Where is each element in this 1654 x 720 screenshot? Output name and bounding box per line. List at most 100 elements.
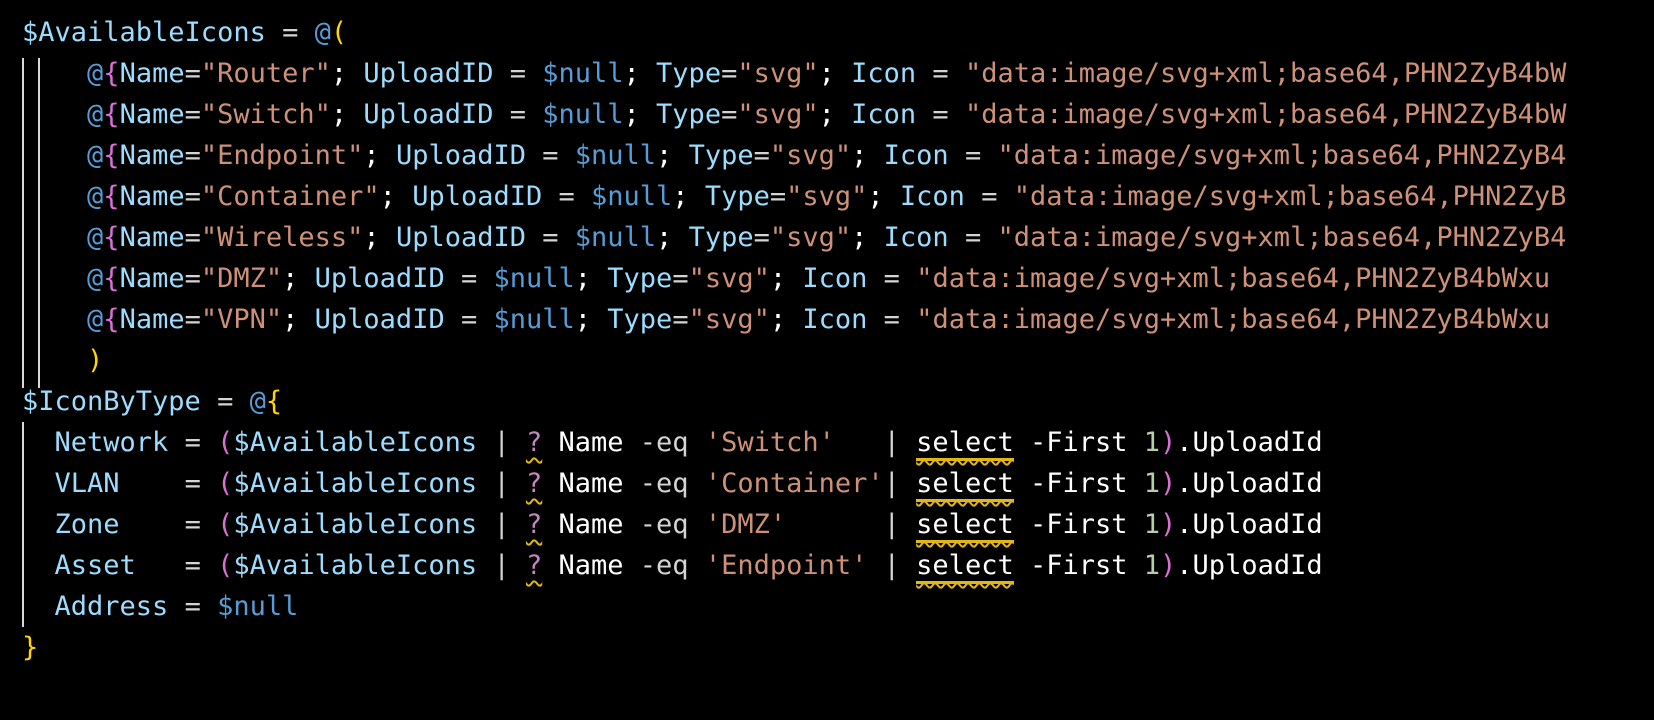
key-token: Type xyxy=(688,140,754,171)
operator-token: = xyxy=(948,222,998,253)
string-token: "svg" xyxy=(786,181,868,212)
at-token: @ xyxy=(87,263,104,294)
code-line[interactable]: Asset = ($AvailableIcons | ? Name -eq 'E… xyxy=(22,545,1566,586)
string-token: 'Endpoint' xyxy=(704,550,868,581)
text-token: ; xyxy=(574,304,608,335)
operator-token: = xyxy=(184,181,201,212)
text-token: ; xyxy=(574,263,608,294)
operator-token: -eq xyxy=(639,427,689,458)
operator-token xyxy=(22,345,87,376)
key-token: Icon xyxy=(883,140,949,171)
code-line[interactable]: @{Name="Wireless"; UploadID = $null; Typ… xyxy=(22,217,1566,258)
at-token: @ xyxy=(87,99,104,130)
string-token: "data:image/svg+xml;base64,PHN2ZyB4bWxu xyxy=(916,263,1551,294)
operator-token: = xyxy=(916,99,965,130)
operator-token: = xyxy=(265,17,315,48)
string-token: "Wireless" xyxy=(200,222,364,253)
bracket-token: ) xyxy=(1160,509,1177,540)
operator-token: = xyxy=(168,427,218,458)
code-line[interactable]: $AvailableIcons = @( xyxy=(22,12,1566,53)
operator-token: = xyxy=(721,58,738,89)
variable-token: $IconByType xyxy=(22,386,201,417)
operator-token: -eq xyxy=(639,468,689,499)
string-token: "svg" xyxy=(737,99,819,130)
string-token: 'Container' xyxy=(704,468,884,499)
key-token: Type xyxy=(607,263,673,294)
string-token: "data:image/svg+xml;base64,PHN2ZyB4bW xyxy=(964,58,1567,89)
operator-token: | xyxy=(477,427,526,458)
operator-token: = xyxy=(525,222,575,253)
where-alias-warning: ? xyxy=(525,427,543,458)
key-token: Type xyxy=(607,304,673,335)
operator-token: = xyxy=(184,58,201,89)
key-token: Icon xyxy=(851,99,917,130)
null-token: $null xyxy=(574,140,657,171)
key-token: UploadID xyxy=(395,222,526,253)
operator-token xyxy=(22,550,55,581)
bracket-token: ( xyxy=(217,468,234,499)
operator-token: = xyxy=(721,99,738,130)
operator-token: = xyxy=(168,591,218,622)
code-line[interactable]: } xyxy=(22,627,1566,668)
string-token: "data:image/svg+xml;base64,PHN2ZyB4bWxu xyxy=(916,304,1551,335)
text-token: ; xyxy=(867,181,900,212)
key-token: Name xyxy=(119,99,185,130)
operator-token xyxy=(689,550,705,581)
operator-token: = xyxy=(753,140,770,171)
code-line[interactable]: @{Name="DMZ"; UploadID = $null; Type="sv… xyxy=(22,258,1566,299)
code-line[interactable]: Network = ($AvailableIcons | ? Name -eq … xyxy=(22,422,1566,463)
bracket-token: { xyxy=(265,386,283,417)
key-token: Type xyxy=(656,58,722,89)
select-alias-warning: select xyxy=(916,550,1014,584)
string-token: "Switch" xyxy=(200,99,331,130)
code-line[interactable]: @{Name="Endpoint"; UploadID = $null; Typ… xyxy=(22,135,1566,176)
code-line[interactable]: @{Name="Router"; UploadID = $null; Type=… xyxy=(22,53,1566,94)
operator-token: = xyxy=(753,222,770,253)
operator-token: | xyxy=(477,468,526,499)
operator-token: = xyxy=(119,468,218,499)
code-text[interactable]: $AvailableIcons = @( @{Name="Router"; Up… xyxy=(22,12,1566,668)
code-line[interactable]: ) xyxy=(22,340,1566,381)
variable-token: $AvailableIcons xyxy=(233,550,478,581)
at-token: @ xyxy=(87,304,104,335)
text-token: ; xyxy=(363,140,396,171)
text-token: Name xyxy=(542,427,640,458)
operator-token: = xyxy=(444,263,494,294)
code-line[interactable]: @{Name="Switch"; UploadID = $null; Type=… xyxy=(22,94,1566,135)
null-token: $null xyxy=(542,58,624,89)
text-token: ; xyxy=(379,181,413,212)
text-token: .UploadId xyxy=(1176,550,1323,581)
code-line[interactable]: VLAN = ($AvailableIcons | ? Name -eq 'Co… xyxy=(22,463,1566,504)
string-token: "data:image/svg+xml;base64,PHN2ZyB4bW xyxy=(964,99,1567,130)
operator-token xyxy=(22,58,87,89)
code-line[interactable]: @{Name="VPN"; UploadID = $null; Type="sv… xyxy=(22,299,1566,340)
operator-token: = xyxy=(184,222,201,253)
text-token: ; xyxy=(818,99,852,130)
string-token: "Endpoint" xyxy=(200,140,364,171)
operator-token: = xyxy=(119,509,218,540)
operator-token: | xyxy=(883,468,917,499)
text-token: ; xyxy=(851,140,884,171)
string-token: "svg" xyxy=(769,140,852,171)
code-line[interactable]: @{Name="Container"; UploadID = $null; Ty… xyxy=(22,176,1566,217)
operator-token: = xyxy=(672,263,689,294)
bracket-token: { xyxy=(103,140,120,171)
code-line[interactable]: Address = $null xyxy=(22,586,1566,627)
operator-token: = xyxy=(184,99,201,130)
text-token: -First xyxy=(1013,468,1144,499)
code-line[interactable]: Zone = ($AvailableIcons | ? Name -eq 'DM… xyxy=(22,504,1566,545)
operator-token: = xyxy=(672,304,689,335)
key-token: VLAN xyxy=(54,468,120,499)
code-line[interactable]: $IconByType = @{ xyxy=(22,381,1566,422)
indent-guide xyxy=(22,58,24,388)
operator-token: | xyxy=(477,550,526,581)
operator-token xyxy=(22,140,87,171)
key-token: Type xyxy=(656,99,722,130)
variable-token: $AvailableIcons xyxy=(22,17,266,48)
operator-token xyxy=(689,509,705,540)
operator-token: = xyxy=(525,140,575,171)
key-token: Icon xyxy=(851,58,917,89)
operator-token: = xyxy=(867,263,917,294)
bracket-token: } xyxy=(22,632,39,663)
